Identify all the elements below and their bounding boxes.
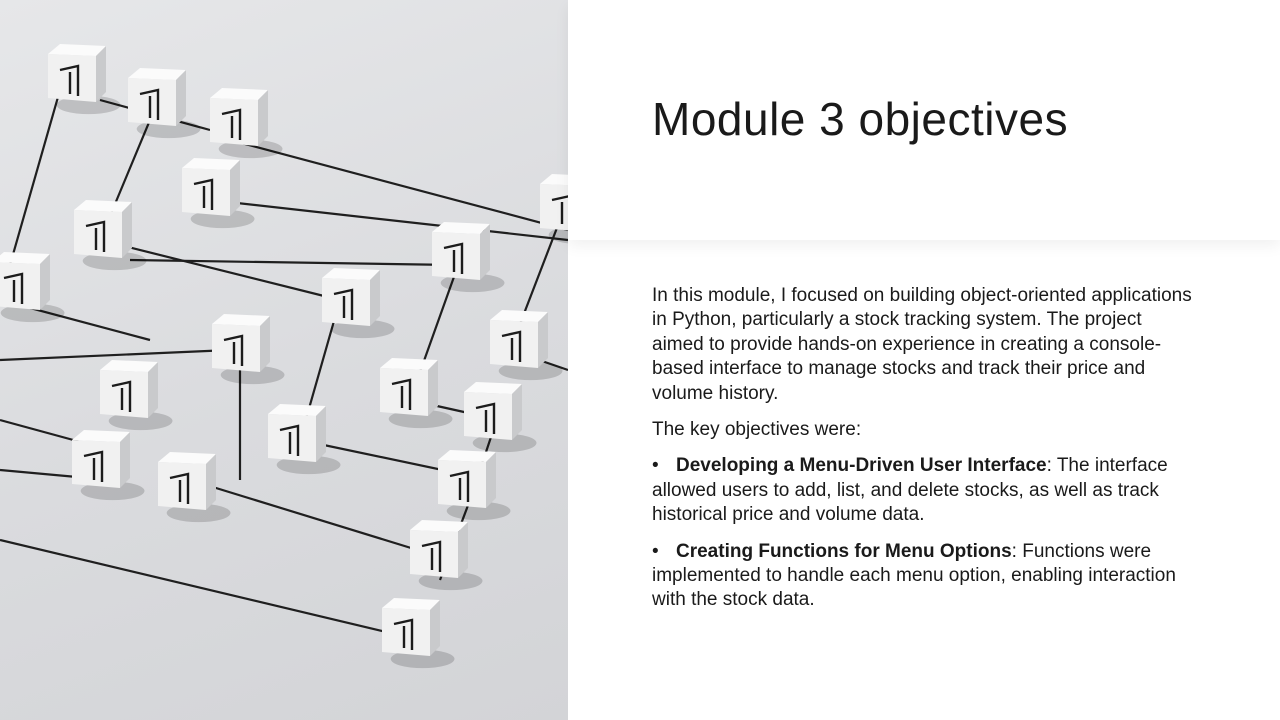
bullet-dot-icon: • — [652, 540, 659, 562]
cube-icon — [268, 404, 341, 475]
bullet-item: • Developing a Menu-Driven User Interface… — [652, 454, 1192, 527]
cube-icon — [182, 158, 255, 229]
cube-icon — [464, 382, 537, 453]
bullet-bold: Developing a Menu-Driven User Interface — [676, 455, 1047, 477]
cube-icon — [490, 310, 563, 381]
cube-icon — [410, 520, 483, 591]
cube-icon — [158, 452, 231, 523]
cube-icon — [432, 222, 505, 293]
cube-icon — [48, 44, 121, 115]
cube-icon — [322, 268, 395, 339]
cube-icon — [72, 430, 145, 501]
cube-icon — [438, 450, 511, 521]
slide-body: In this module, I focused on building ob… — [652, 284, 1192, 625]
bullet-item: • Creating Functions for Menu Options: Fu… — [652, 540, 1192, 613]
connector-lines — [0, 89, 568, 642]
bullet-bold: Creating Functions for Menu Options — [676, 540, 1012, 562]
cube-icon — [212, 314, 285, 385]
cubes-network-illustration — [0, 44, 568, 669]
white-cubes-connected-by-lines-icon — [0, 0, 568, 720]
intro-paragraph: In this module, I focused on building ob… — [652, 285, 1192, 404]
connector-line — [0, 538, 421, 642]
cube-icon — [210, 88, 283, 159]
cube-icon — [380, 358, 453, 429]
slide-title: Module 3 objectives — [652, 93, 1069, 145]
lead-paragraph: The key objectives were: — [652, 419, 862, 441]
cube-icon — [382, 598, 455, 669]
cube-icon — [100, 360, 173, 431]
bullet-dot-icon: • — [652, 455, 659, 477]
connector-line — [209, 198, 568, 242]
connector-line — [189, 478, 451, 562]
bullet-text: : Functions were implemented to handle e… — [652, 540, 1176, 611]
connector-line — [229, 138, 568, 232]
bullet-text: : The interface allowed users to add, li… — [652, 455, 1168, 526]
cube-icon — [128, 68, 201, 139]
title-band — [568, 0, 1280, 240]
connector-line — [99, 238, 341, 302]
cube-icon — [540, 174, 568, 244]
connector-line — [0, 348, 231, 362]
cubes — [0, 44, 568, 669]
connector-line — [129, 258, 456, 267]
cube-icon — [74, 200, 147, 271]
cube-icon — [0, 252, 65, 323]
